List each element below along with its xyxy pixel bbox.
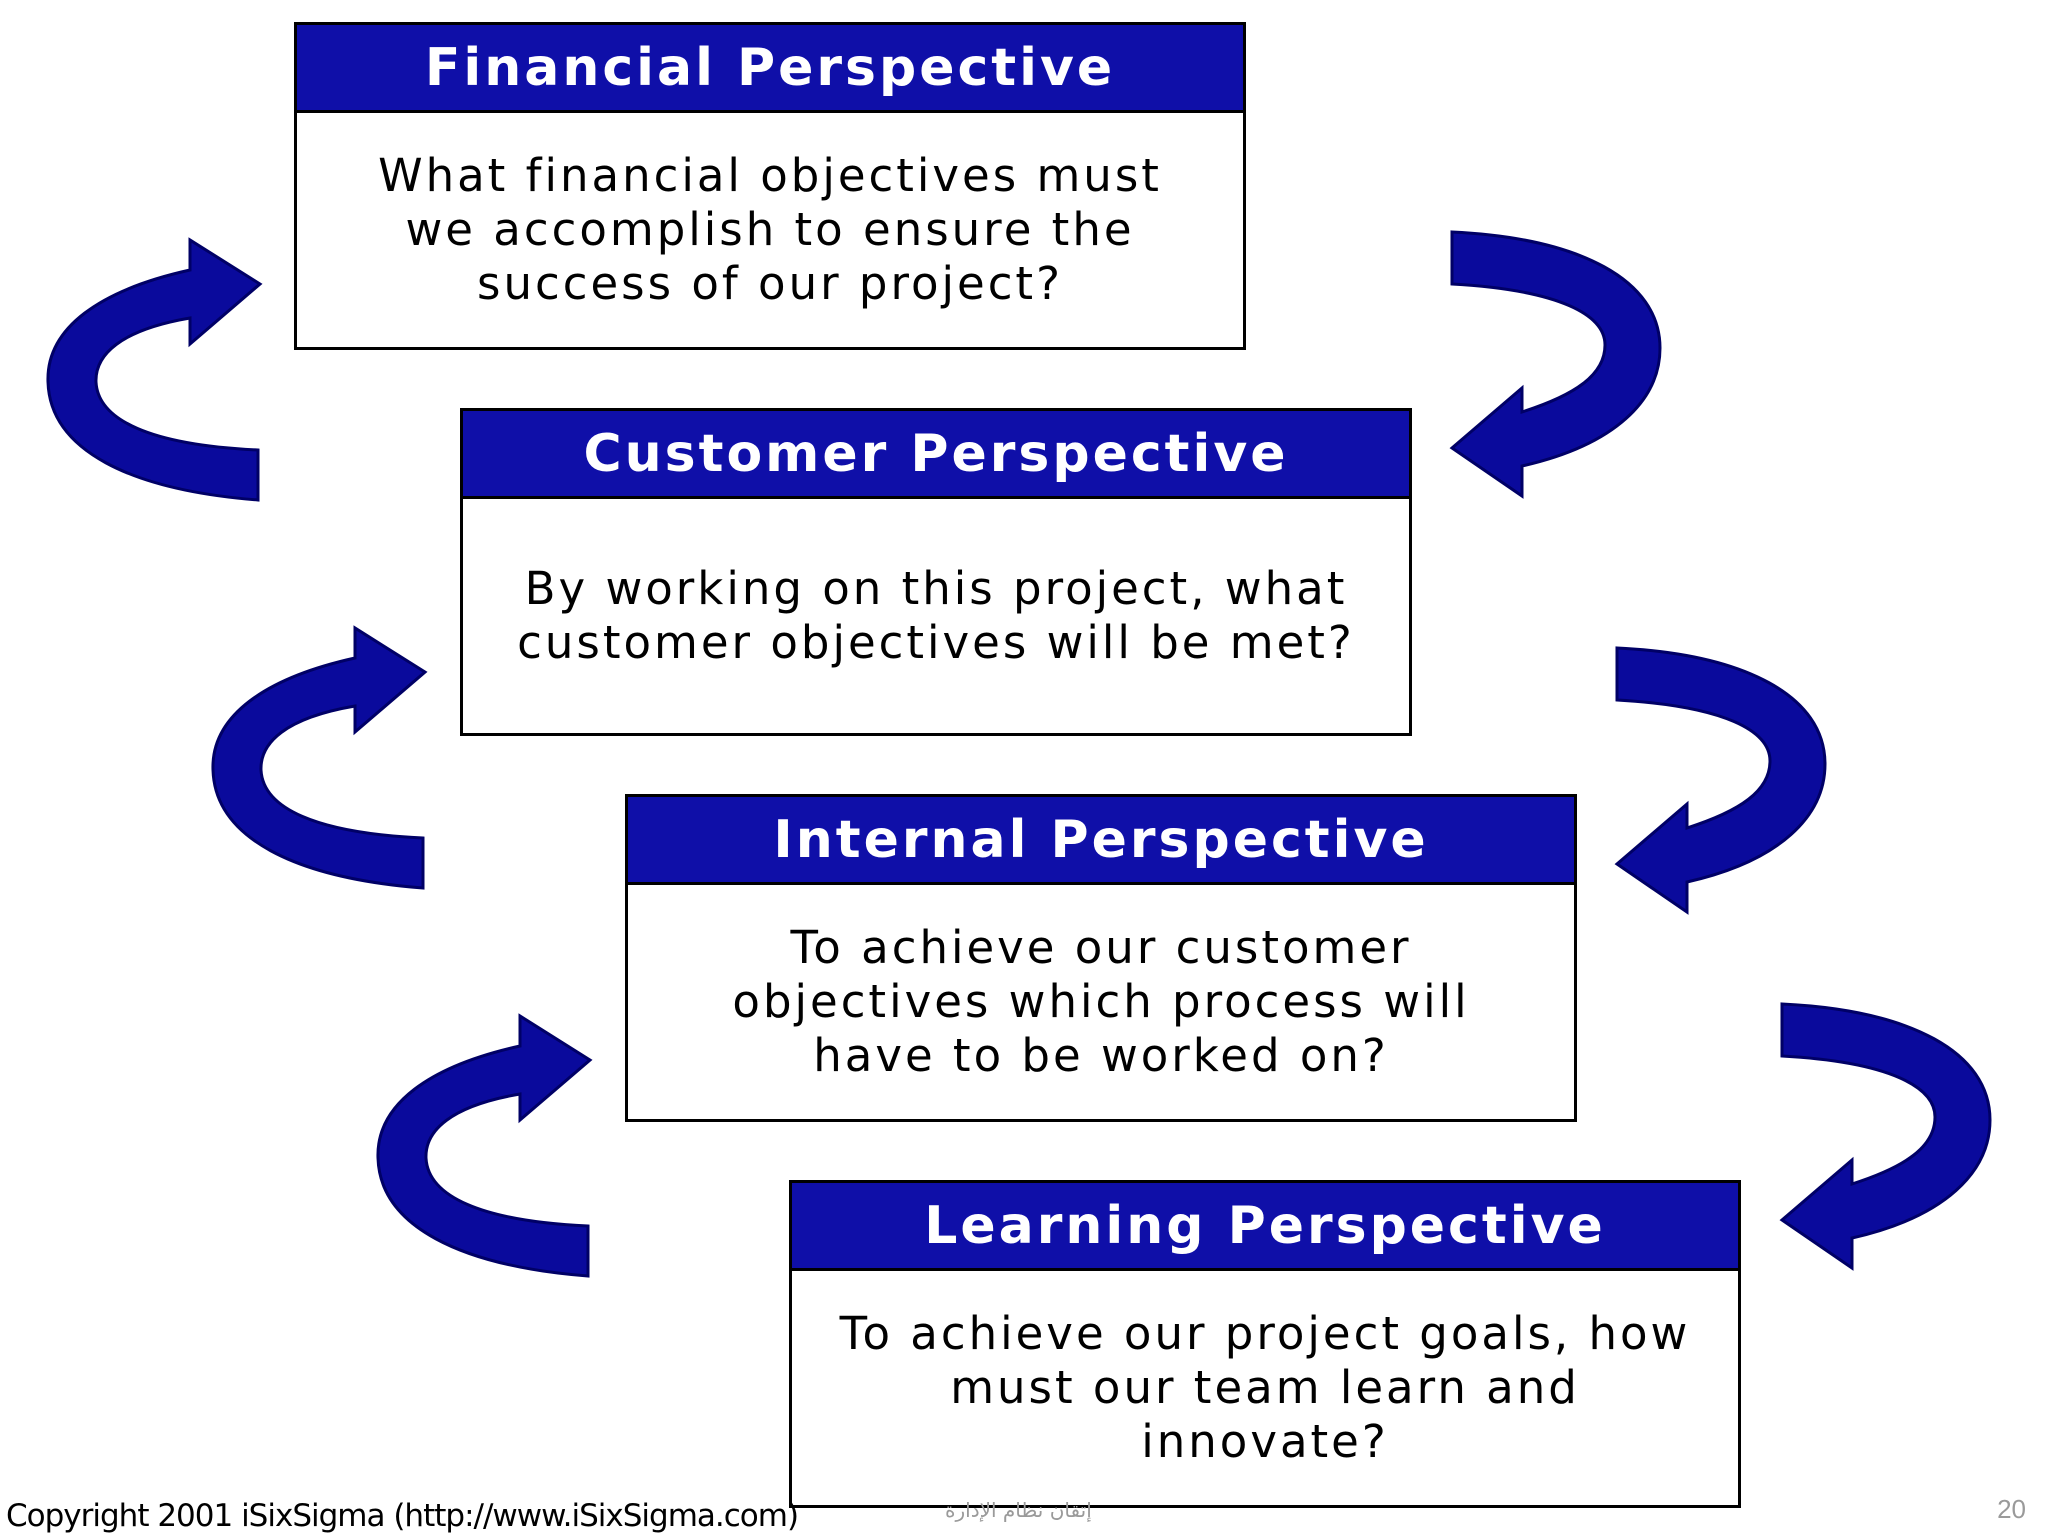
right-arrow-to-customer-icon: [1449, 230, 1662, 499]
right-arrow-to-internal-icon: [1614, 646, 1827, 915]
internal-perspective-box: Internal Perspective To achieve our cust…: [625, 794, 1577, 1122]
customer-perspective-title: Customer Perspective: [463, 411, 1409, 499]
learning-perspective-box: Learning Perspective To achieve our proj…: [789, 1180, 1741, 1508]
financial-perspective-title: Financial Perspective: [297, 25, 1243, 113]
left-arrow-internal-icon: [376, 1013, 593, 1278]
customer-perspective-box: Customer Perspective By working on this …: [460, 408, 1412, 736]
left-arrow-financial-icon: [46, 237, 263, 502]
learning-perspective-title: Learning Perspective: [792, 1183, 1738, 1271]
learning-perspective-question: To achieve our project goals, how must o…: [839, 1307, 1691, 1468]
internal-perspective-question: To achieve our customer objectives which…: [732, 921, 1470, 1082]
internal-perspective-title: Internal Perspective: [628, 797, 1574, 885]
customer-perspective-question: By working on this project, what custome…: [517, 562, 1355, 669]
left-arrow-customer-icon: [211, 625, 428, 890]
financial-perspective-question: What financial objectives must we accomp…: [378, 149, 1162, 310]
right-arrow-to-learning-icon: [1779, 1002, 1992, 1271]
financial-perspective-box: Financial Perspective What financial obj…: [294, 22, 1246, 350]
page-number: 20: [1997, 1494, 2026, 1524]
copyright-notice: Copyright 2001 iSixSigma (http://www.iSi…: [6, 1498, 799, 1534]
footer-caption: إتقان نظام الإدارة: [945, 1498, 1092, 1522]
